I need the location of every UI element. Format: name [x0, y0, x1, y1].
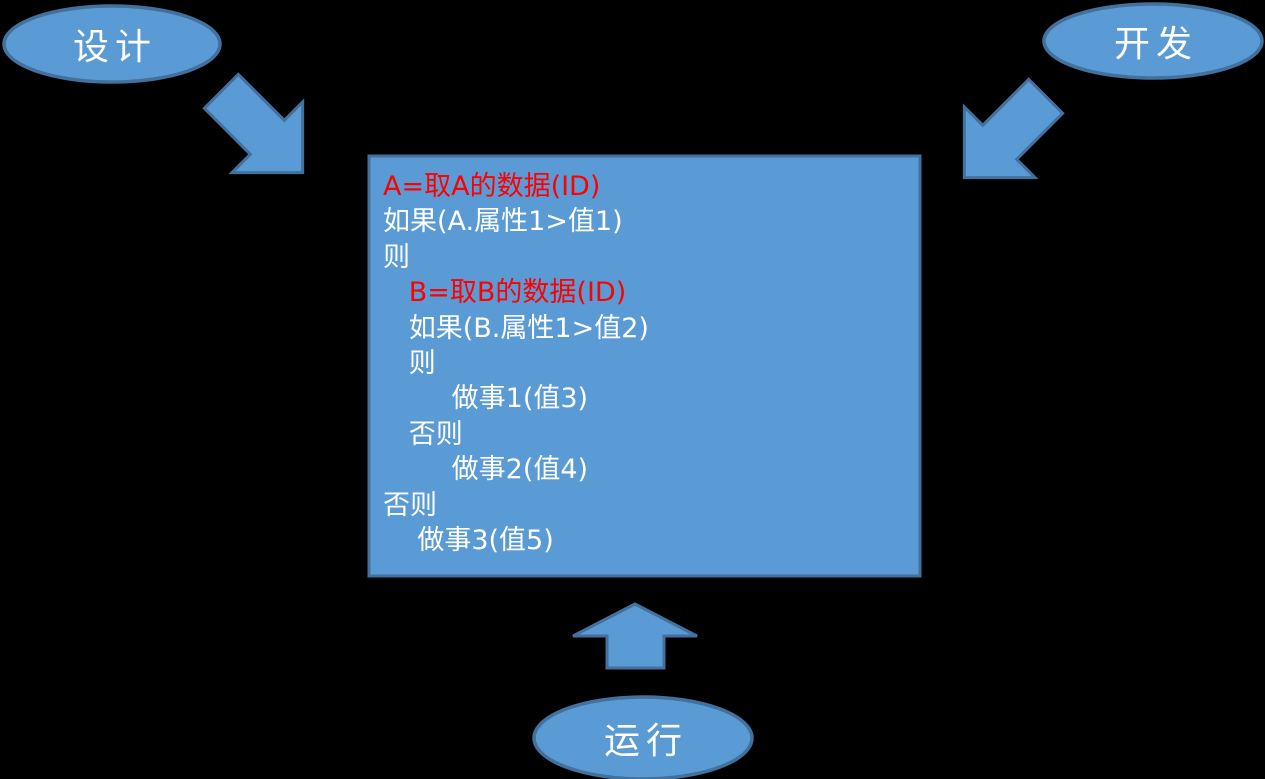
- code-line: 如果(B.属性1>值2): [383, 312, 649, 344]
- code-line: 则: [383, 348, 436, 380]
- code-line: 做事3(值5): [383, 525, 554, 557]
- code-line: 如果(A.属性1>值1): [383, 206, 623, 238]
- design-ellipse: [2, 4, 222, 84]
- code-line: 则: [383, 241, 410, 273]
- code-line: 否则: [383, 489, 437, 521]
- run-to-box-arrow: [572, 602, 698, 670]
- develop-to-box-arrow: [962, 77, 1065, 180]
- run-ellipse: [532, 695, 754, 779]
- design-to-box-arrow: [202, 72, 305, 175]
- code-line: 做事1(值3): [383, 383, 589, 415]
- code-line: B=取B的数据(ID): [383, 277, 627, 309]
- pseudocode-text: A=取A的数据(ID) 如果(A.属性1>值1) 则 B=取B的数据(ID) 如…: [369, 156, 920, 576]
- code-line: 否则: [383, 418, 463, 450]
- code-line: 做事2(值4): [383, 454, 589, 486]
- pseudocode-box: [367, 154, 922, 578]
- code-line: A=取A的数据(ID): [383, 171, 601, 202]
- develop-ellipse: [1042, 2, 1264, 80]
